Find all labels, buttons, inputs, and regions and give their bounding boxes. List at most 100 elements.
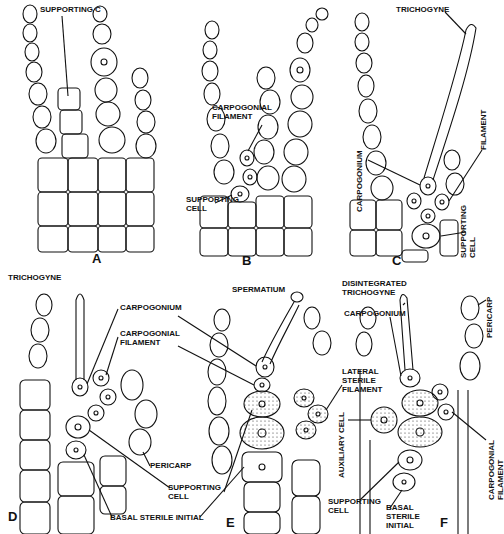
filament-cells [244,391,280,417]
filament-cells [291,85,313,109]
filament-cells [29,344,47,368]
part-label: TRICHOGYNE [8,274,61,283]
filament-cells [306,18,318,32]
filament-cells [60,110,82,134]
filament-cells [393,473,415,491]
part-label: PERICARP [486,297,495,338]
leader-line [224,410,252,492]
filament-cells [304,307,320,329]
filament-cells [248,175,252,179]
filament-cells [25,43,39,61]
filament-cells [256,357,274,377]
filament-cells [33,106,51,128]
filament-cells [259,464,265,470]
part-label: SUPPORTING CELL [186,196,246,214]
filament-cells [200,228,228,256]
filament-cells [290,58,310,82]
leader-line [143,452,150,466]
filament-cells [93,24,111,44]
filament-cells [420,177,436,195]
filament-cells [106,395,110,399]
filament-cells [316,412,320,416]
filament-cells [297,67,303,73]
filament-cells [256,196,284,228]
filament-cells [240,150,254,166]
filament-cells [23,5,37,23]
filament-cells [211,134,229,158]
filament-cells [408,376,412,380]
filament-cells [257,166,279,190]
filament-cells [203,41,217,59]
filament-cells [284,139,308,165]
filament-cells [132,68,148,88]
filament-cells [20,502,50,534]
filament-cells [38,192,68,226]
filament-cells [129,429,151,455]
filament-cells [242,452,282,482]
filament-cells [356,332,372,356]
filament-cells [23,24,37,42]
filament-cells [20,470,50,502]
filament-cells [240,417,284,449]
filament-cells [308,405,328,423]
filament-cells [31,318,49,342]
leader-line [445,12,466,34]
filament-cells [435,194,449,210]
filament-cells [402,480,406,484]
filament-cells [402,250,428,262]
part-label: SUPPORTING CELL [168,484,226,502]
filament-cells [304,428,308,432]
filament-cells [398,450,422,470]
filament-cells [126,226,154,252]
filament-cells [423,233,429,239]
filament-cells [205,21,219,39]
filament-cells [38,226,68,252]
filament-cells [296,421,316,439]
part-label: TRICHOGYNE [396,6,449,15]
filament-cells [465,324,483,348]
filament-cells [257,67,275,89]
leader-line [326,385,342,410]
filament-cells [376,230,402,256]
leader-line [478,300,486,305]
part-label: CARPOGONIUM [356,150,365,212]
filament-cells [297,33,313,53]
filament-cells [99,127,125,153]
leader-line [89,430,170,488]
filament-cells [68,192,98,226]
filament-cells [254,378,270,392]
filament-cells [363,125,381,149]
filament-cells [204,83,220,105]
filament-cells [99,376,103,380]
filament-cells [407,193,421,209]
filament-cells [26,62,42,82]
leader-line [178,346,254,385]
leader-line [449,150,482,201]
part-label: SPERMATIUM [232,286,285,295]
leader-line [87,309,118,384]
panel-letter: D [8,510,17,524]
filament-cells [29,83,47,105]
filament-cells [438,404,454,420]
filament-cells [291,292,303,302]
filament-cells [20,440,50,470]
leader-line [248,125,262,151]
leader-line [62,16,68,96]
filament-cells [243,169,257,185]
leader-line [84,455,112,517]
filament-cells [302,396,306,400]
part-label: CARPOGONIUM [344,310,406,319]
filament-cells [66,441,86,459]
filament-cells [398,417,442,447]
part-label: CARPOGONIAL FILAMENT [488,438,504,500]
filament-cells [245,156,249,160]
part-label: BASAL STERILE INITIAL [110,514,204,523]
filament-cells [259,401,265,407]
filament-cells [91,48,117,76]
filament-cells [416,428,424,436]
part-label: CARPOGONIAL FILAMENT [212,104,274,122]
filament-cells [135,90,151,110]
filament-cells [407,457,413,463]
filament-cells [137,111,155,133]
